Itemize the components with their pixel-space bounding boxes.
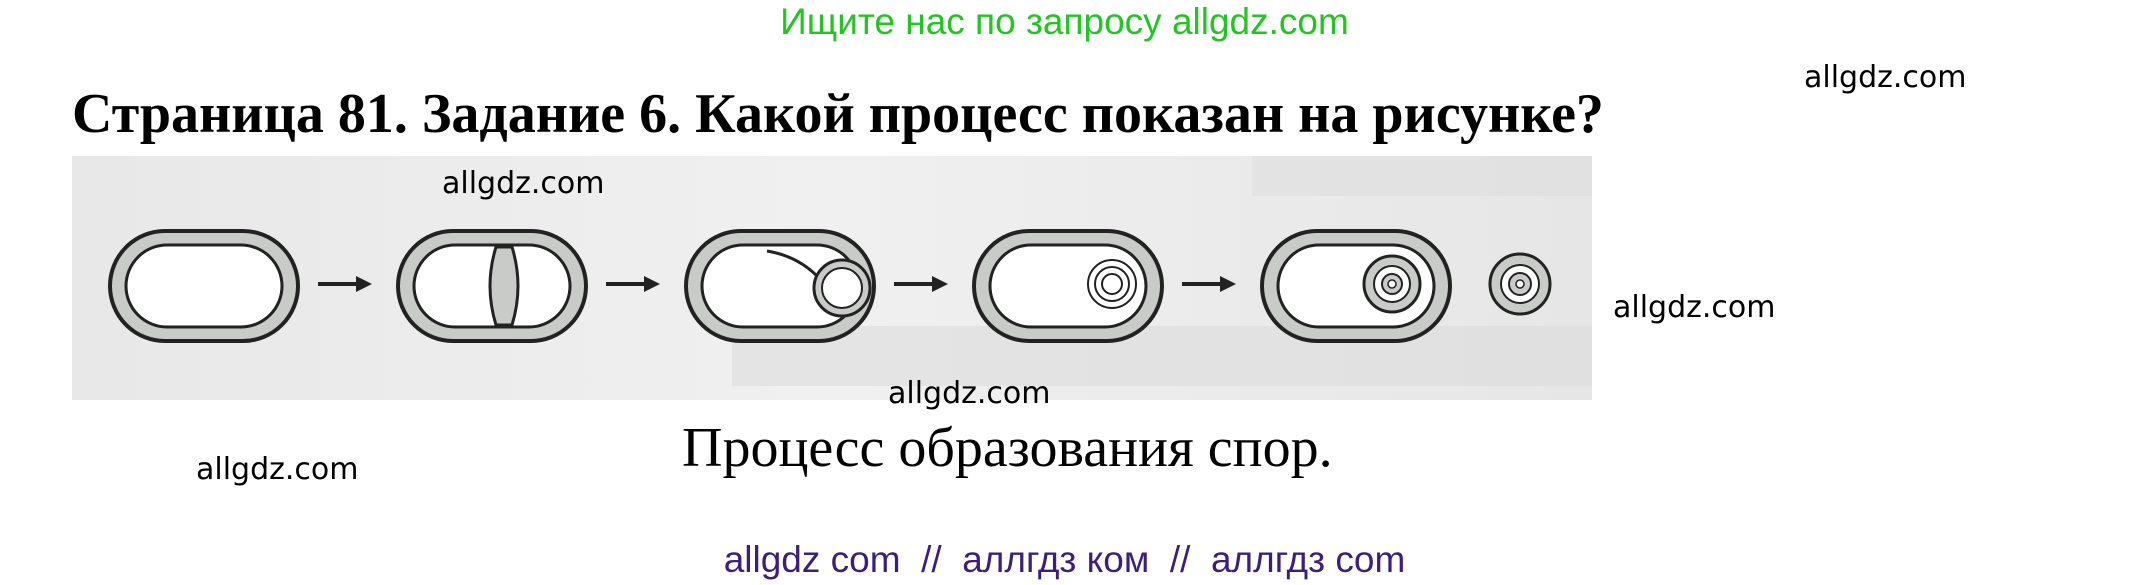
stage-cell-with-forming-spore (684, 229, 876, 343)
stage-free-spore (1488, 252, 1552, 316)
stage-cell-with-mature-spore (1260, 229, 1452, 343)
arrow-3 (894, 276, 948, 292)
arrow-4 (1182, 276, 1236, 292)
watermark: allgdz.com (1613, 290, 1776, 325)
watermark: allgdz.com (1804, 60, 1967, 95)
footer-links[interactable]: allgdz com // аллгдз ком // аллгдз com (723, 539, 1406, 580)
promo-banner[interactable]: Ищите нас по запросу allgdz.com (780, 1, 1349, 42)
arrow-2 (606, 276, 660, 292)
arrow-1 (318, 276, 372, 292)
stage-cell-with-spore (972, 229, 1164, 343)
watermark: allgdz.com (888, 376, 1051, 411)
stage-bacterial-cell (108, 229, 300, 343)
spore-formation-figure (72, 156, 1592, 400)
watermark: allgdz.com (442, 166, 605, 201)
watermark: allgdz.com (196, 452, 359, 487)
page-title: Страница 81. Задание 6. Какой процесс по… (72, 83, 1604, 145)
answer-text: Процесс образования спор. (682, 417, 1333, 479)
stage-cell-with-partition (396, 229, 588, 343)
